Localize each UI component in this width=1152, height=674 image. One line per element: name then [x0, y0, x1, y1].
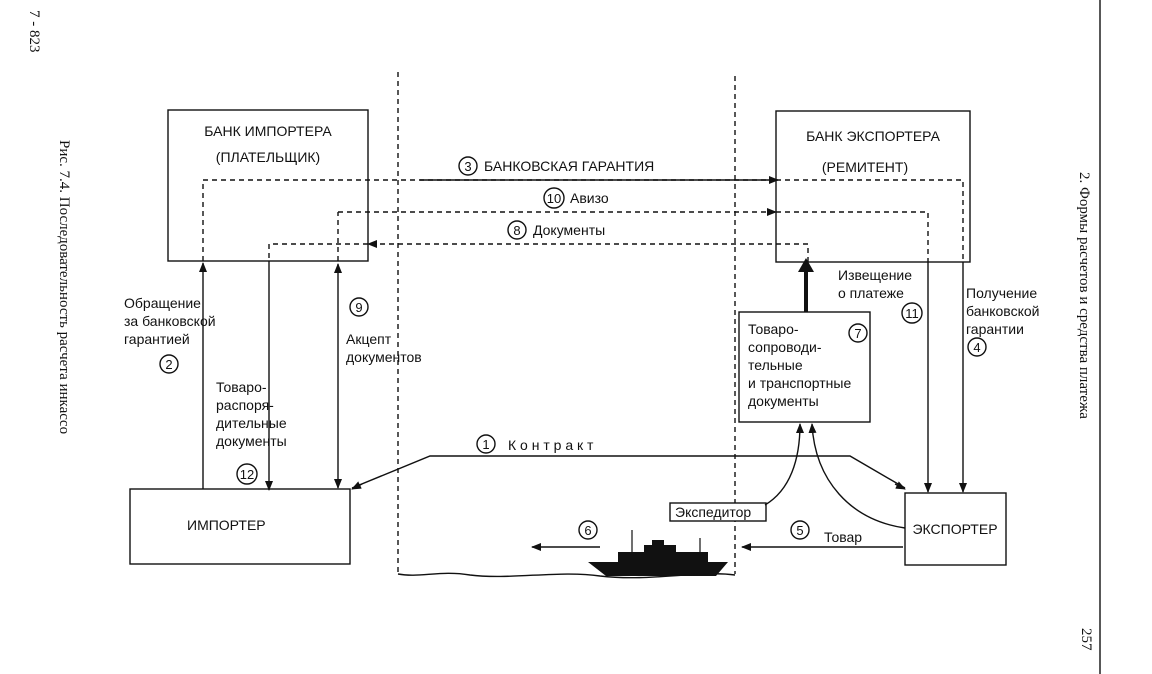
importer-box	[129, 488, 351, 565]
step-8-marker	[507, 220, 527, 240]
exporter-to-documents-arrow	[808, 423, 906, 529]
contract-line	[351, 455, 906, 489]
step-6-marker	[578, 520, 598, 540]
documents-box	[738, 311, 871, 423]
step-12-marker	[236, 463, 258, 485]
step-5-number: 5	[796, 523, 803, 538]
step-1-label: К о н т р а к т	[508, 437, 594, 453]
documents-box-line-2: сопроводи-	[748, 339, 822, 355]
step-8-number: 8	[513, 223, 520, 238]
importer-bank-title: БАНК ИМПОРТЕРА	[204, 123, 332, 139]
step-2-label-1: Обращение	[124, 295, 201, 311]
importer-bank-subtitle: (ПЛАТЕЛЬЩИК)	[216, 149, 320, 165]
step-4-label-2: банковской	[966, 303, 1039, 319]
step-7-number: 7	[854, 326, 861, 341]
step-9-label-1: Акцепт	[346, 331, 392, 347]
exporter-bank-box	[775, 110, 971, 263]
exporter-label: ЭКСПОРТЕР	[912, 521, 997, 537]
step-8-label: Документы	[533, 222, 605, 238]
exporter-bank-subtitle: (РЕМИТЕНТ)	[822, 159, 908, 175]
step-11-label-1: Извещение	[838, 267, 912, 283]
documents-to-bank-arrowhead	[798, 258, 814, 272]
step-12-label-1: Товаро-	[216, 379, 267, 395]
step-4-label-3: гарантии	[966, 321, 1024, 337]
step-9-number: 9	[355, 300, 362, 315]
step-9-label-2: документов	[346, 349, 422, 365]
documents-line-left	[268, 243, 368, 261]
step-11-label-2: о платеже	[838, 285, 904, 301]
step-3-label: БАНКОВСКАЯ ГАРАНТИЯ	[484, 158, 654, 174]
step-10-marker	[543, 187, 565, 209]
contract-arrow-left	[351, 481, 363, 490]
figure-caption: Рис. 7.4. Последовательность расчета инк…	[56, 140, 72, 434]
step-2-label-3: гарантией	[124, 331, 190, 347]
step-10-number: 10	[547, 191, 561, 206]
step-12-label-4: документы	[216, 433, 287, 449]
forwarder-box	[669, 502, 767, 522]
forwarder-label: Экспедитор	[675, 504, 751, 520]
forwarder-to-documents-arrow	[764, 423, 804, 506]
guarantee-line-left	[202, 179, 778, 261]
step-5-label: Товар	[824, 529, 862, 545]
step-2-label-2: за банковской	[124, 313, 216, 329]
exporter-box	[904, 492, 1007, 566]
step-9-marker	[349, 297, 369, 317]
page-number: 257	[1078, 628, 1094, 651]
step-4-number: 4	[973, 340, 980, 355]
contract-arrow-right	[894, 481, 906, 490]
step-12-label-3: дительные	[216, 415, 287, 431]
step-6-number: 6	[584, 523, 591, 538]
ship-icon	[588, 530, 728, 576]
step-12-label-2: распоря-	[216, 397, 274, 413]
step-2-marker	[159, 354, 179, 374]
step-3-marker	[458, 156, 478, 176]
running-header: 2. Формы расчетов и средства платежа	[1076, 172, 1092, 419]
corner-code: 7 - 823	[26, 10, 42, 53]
documents-box-line-3: тельные	[748, 357, 803, 373]
step-7-marker	[848, 323, 868, 343]
step-1-marker	[476, 434, 496, 454]
step-5-marker	[790, 520, 810, 540]
step-1-number: 1	[482, 437, 489, 452]
importer-bank-box	[167, 109, 369, 262]
documents-box-line-5: документы	[748, 393, 819, 409]
water-line	[397, 572, 736, 579]
importer-label: ИМПОРТЕР	[187, 517, 266, 533]
step-4-label-1: Получение	[966, 285, 1037, 301]
documents-box-line-1: Товаро-	[748, 321, 799, 337]
step-3-number: 3	[464, 159, 471, 174]
step-11-marker	[901, 302, 923, 324]
exporter-bank-title: БАНК ЭКСПОРТЕРА	[806, 128, 940, 144]
step-4-marker	[967, 337, 987, 357]
documents-box-line-4: и транспортные	[748, 375, 851, 391]
step-12-number: 12	[240, 467, 254, 482]
step-2-number: 2	[165, 357, 172, 372]
step-10-label: Авизо	[570, 190, 609, 206]
step-11-number: 11	[905, 306, 919, 321]
